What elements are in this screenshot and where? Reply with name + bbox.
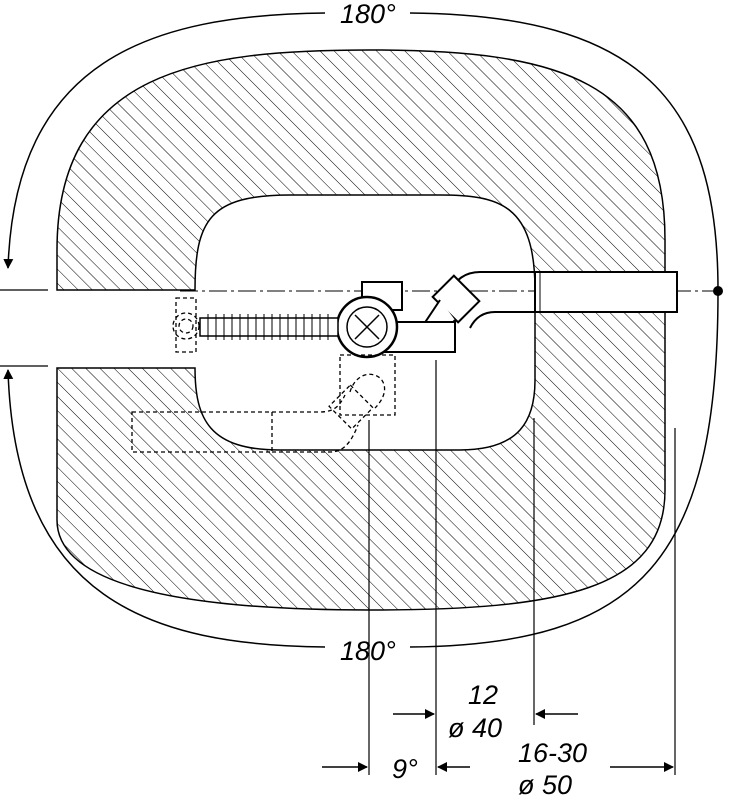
hatched-basin-area — [56, 49, 666, 611]
rotation-label-top: 180° — [340, 0, 396, 29]
dim-offset-lower: 16-30 — [518, 738, 587, 768]
rotation-arc-left-lower — [3, 369, 326, 648]
threaded-spindle — [199, 314, 339, 340]
rotation-label-bottom: 180° — [340, 636, 396, 666]
rotation-arc-right-lower — [409, 291, 719, 648]
dim-diameter-upper: ø 40 — [448, 713, 502, 743]
dim-angle-lower: 9° — [392, 754, 418, 784]
dim-diameter-lower: ø 50 — [518, 770, 572, 800]
rotation-arc-left — [3, 12, 326, 269]
rotation-arc-right-upper — [409, 12, 719, 291]
alternate-position-dashed — [131, 354, 396, 453]
pivot-point — [713, 286, 723, 296]
trap-body — [335, 281, 456, 359]
valve-plug-dashed — [172, 297, 200, 353]
dim-offset-upper: 12 — [468, 680, 498, 710]
tailpipe — [534, 271, 678, 313]
